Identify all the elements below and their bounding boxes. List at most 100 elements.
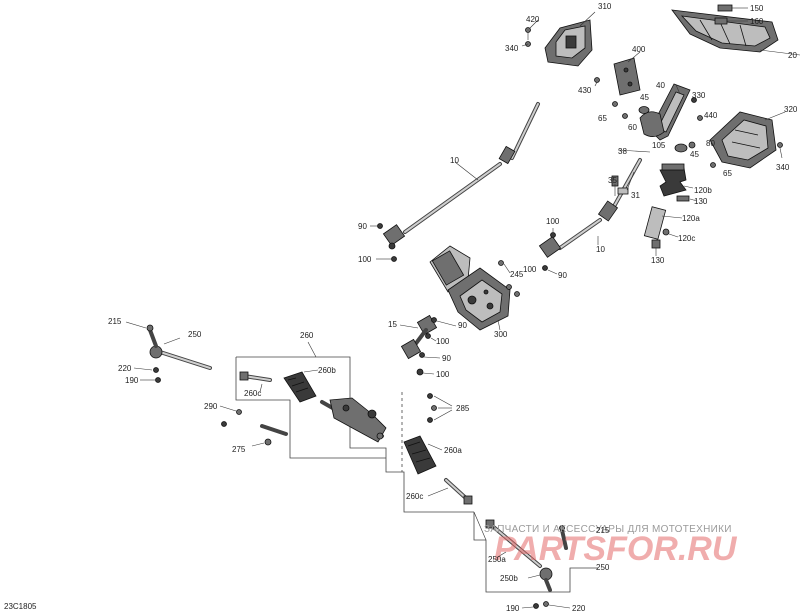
callout-90-d: 90 [442, 354, 451, 363]
callout-220-b: 220 [572, 604, 586, 613]
intermediate-shaft-10a [382, 102, 540, 250]
callout-35: 35 [608, 176, 617, 185]
callout-90-c: 90 [458, 321, 467, 330]
callout-80: 80 [706, 139, 715, 148]
callout-90-b: 90 [558, 271, 567, 280]
diagram-code: 23C1805 [4, 602, 37, 611]
boot-120b [659, 163, 694, 197]
callout-65-b: 65 [723, 169, 732, 178]
callout-31: 31 [631, 191, 640, 200]
steering-rack-260 [320, 397, 387, 443]
bolt-100-nut-90-right [542, 228, 558, 275]
callout-160: 160 [750, 17, 764, 26]
callout-260a: 260a [444, 446, 462, 455]
fasteners-90-100-lower [416, 317, 457, 376]
callout-215-b: 215 [596, 526, 610, 535]
tie-rod-end-260c-right [427, 478, 473, 505]
tie-rod-end-260c-left [239, 371, 272, 393]
fasteners-430 [594, 77, 600, 87]
callout-430: 430 [578, 86, 592, 95]
bolts-245 [498, 260, 520, 297]
bracket-400 [613, 51, 641, 96]
tie-rod-frame-250 [473, 511, 598, 593]
callout-40: 40 [656, 81, 665, 90]
callout-285: 285 [456, 404, 470, 413]
callout-15: 15 [388, 320, 397, 329]
fastener-420-340 [521, 19, 539, 47]
callout-labels: 310 420 340 150 160 20 400 430 40 330 45… [108, 2, 798, 613]
tie-rod-250a [485, 519, 542, 568]
callout-100-d: 100 [436, 337, 450, 346]
callout-190-a: 190 [125, 376, 139, 385]
callout-400: 400 [632, 45, 646, 54]
steering-column-40 [639, 83, 691, 141]
power-steering-unit-300 [429, 245, 511, 331]
watermark-text: ЗАПЧАСТИ И АКСЕССУАРЫ ДЛЯ МОТОТЕХНИКИ [484, 524, 732, 535]
panel-310 [544, 11, 596, 67]
callout-65-a: 65 [598, 114, 607, 123]
callout-245: 245 [510, 270, 524, 279]
steering-handle-20 [671, 9, 800, 56]
callout-250-c: 250 [596, 563, 610, 572]
callout-120a: 120a [682, 214, 700, 223]
callout-220-a: 220 [118, 364, 132, 373]
fasteners-290-275 [219, 405, 288, 447]
callout-10-a: 10 [450, 156, 459, 165]
fastener-340b [777, 142, 783, 159]
callout-250b: 250b [500, 574, 518, 583]
column-parts-38-35-31 [611, 149, 651, 196]
callout-330: 330 [692, 91, 706, 100]
watermark: ЗАПЧАСТИ И АКСЕССУАРЫ ДЛЯ МОТОТЕХНИКИ PA… [484, 524, 738, 568]
callout-290: 290 [204, 402, 218, 411]
callout-100-a: 100 [358, 255, 372, 264]
callout-215-a: 215 [108, 317, 122, 326]
callout-10-b: 10 [596, 245, 605, 254]
callout-275: 275 [232, 445, 246, 454]
callout-20: 20 [788, 51, 797, 60]
callout-250a: 250a [488, 555, 506, 564]
callout-260b: 260b [318, 366, 336, 375]
panel-320 [709, 111, 786, 169]
bracket-150-160 [714, 4, 748, 25]
callout-190-b: 190 [506, 604, 520, 613]
callout-300: 300 [494, 330, 508, 339]
intermediate-shaft-10b [538, 158, 642, 258]
callout-340-b: 340 [776, 163, 790, 172]
fasteners-285 [427, 393, 453, 423]
callout-150: 150 [750, 4, 764, 13]
callout-130-a: 130 [694, 197, 708, 206]
callout-100-b: 100 [546, 217, 560, 226]
callout-340: 340 [505, 44, 519, 53]
washers-45-65-60 [612, 97, 716, 168]
callout-440: 440 [704, 111, 718, 120]
callout-310: 310 [598, 2, 612, 11]
callout-260: 260 [300, 331, 314, 340]
callout-260c-b: 260c [406, 492, 423, 501]
callout-45-b: 45 [690, 150, 699, 159]
callout-420: 420 [526, 15, 540, 24]
callout-45-a: 45 [640, 93, 649, 102]
callout-38: 38 [618, 147, 627, 156]
tie-rod-250-left [125, 321, 212, 383]
fastener-215-bottom [559, 525, 568, 550]
callout-260c-a: 260c [244, 389, 261, 398]
callout-120c: 120c [678, 234, 695, 243]
callout-105: 105 [652, 141, 666, 150]
callout-100-c: 100 [523, 265, 537, 274]
lower-shaft-15 [399, 314, 438, 360]
callout-60: 60 [628, 123, 637, 132]
boot-260b [283, 369, 319, 403]
tie-rod-end-250b [527, 567, 553, 592]
steering-rack-frame-260 [235, 341, 474, 513]
callout-250-a: 250 [188, 330, 202, 339]
callout-120b: 120b [694, 186, 712, 195]
callout-130-b: 130 [651, 256, 665, 265]
bolt-90a-nut-100a [370, 223, 397, 262]
callout-90-a: 90 [358, 222, 367, 231]
bushings-130-120a-120c [643, 195, 698, 256]
callout-100-e: 100 [436, 370, 450, 379]
boot-260a [403, 435, 443, 475]
fasteners-190-220-bottom [521, 601, 571, 609]
watermark-logo: PARTSFOR.RU [494, 530, 738, 568]
